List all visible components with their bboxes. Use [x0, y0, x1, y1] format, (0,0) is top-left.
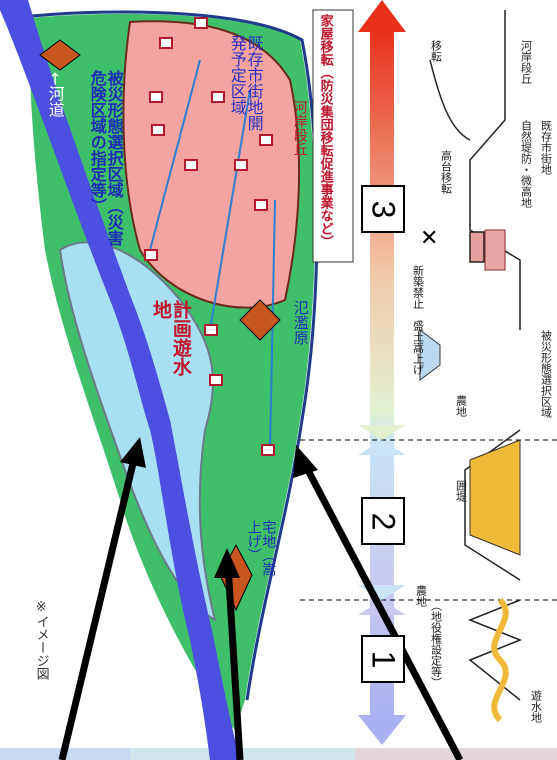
ban-mark: ✕: [420, 226, 438, 251]
house-icon: [211, 91, 225, 103]
arrow-head-1: [120, 437, 146, 468]
house-icon: [184, 159, 198, 171]
panel-upper-terrace: 河岸段丘: [519, 40, 533, 84]
panel-relocate: 移転: [429, 40, 443, 62]
house-icon: [144, 249, 158, 261]
step-2-number: 2: [365, 512, 402, 530]
cross-section: [429, 10, 523, 701]
house-icon: [254, 199, 268, 211]
house-icon: [194, 17, 208, 29]
panel-raise: 盛土嵩上げ: [411, 320, 425, 375]
house-icons: [144, 17, 275, 456]
house-icon: [234, 159, 248, 171]
axis-notch-2: [358, 425, 406, 440]
house-icon: [151, 124, 165, 136]
basin-wave: [491, 597, 509, 723]
house-icon: [149, 91, 163, 103]
panel-dike: 囲堤: [454, 480, 468, 502]
house-icon: [209, 374, 223, 386]
axis-notch-1: [358, 440, 406, 455]
panel-note-bottom: （地役権設定等）: [429, 600, 443, 688]
panel-dwelling: 高台移転: [439, 150, 453, 194]
panel-new-town: 既存市街地: [539, 120, 553, 175]
arrow-head-2: [214, 548, 240, 578]
floodplain-label: 氾濫原: [291, 300, 310, 345]
axis-arrow-top: [358, 0, 406, 32]
pointer-arrows: [58, 453, 464, 760]
step-3-box: 3: [361, 185, 405, 233]
house-icon: [204, 324, 218, 336]
panel-levee: 自然堤防・微高地: [519, 120, 533, 208]
diamond-house-1: [39, 39, 81, 71]
retarding-basin-label: 計画遊水地: [149, 300, 192, 376]
river-label: ←河道: [45, 72, 65, 118]
raised-house: [419, 329, 441, 381]
dike-shape: [469, 439, 521, 556]
axis-notch-4: [358, 585, 406, 600]
panel-ban: 新築禁止: [411, 265, 425, 309]
house-icon: [261, 444, 275, 456]
step-1-box: 1: [361, 635, 405, 683]
step-2-box: 2: [361, 497, 405, 545]
diamond-house-2: [239, 299, 281, 341]
existing-settlement-label: 既存市街地開発予定区域: [227, 35, 264, 131]
guide-line-1: [149, 59, 201, 251]
panel-farm2: 農地: [414, 585, 428, 607]
relocation-box: [312, 9, 354, 263]
axis-arrow-bottom: [358, 715, 406, 745]
guide-line-2: [209, 89, 251, 331]
river: [0, 0, 240, 760]
residential-raised-label: 宅地（嵩上げ）: [245, 520, 277, 576]
arrow-head-3: [293, 445, 318, 478]
house-icon: [159, 37, 173, 49]
disaster-area-label: 被災形態選択区域（災害危険区域の指定等）: [87, 70, 124, 246]
step-1-number: 1: [365, 650, 402, 668]
settlement-zone: [122, 20, 301, 309]
panel-zone-select: 被災形態選択区域: [539, 330, 553, 418]
river-terrace-label: 河岸段丘: [291, 100, 308, 156]
upland-block: [484, 229, 506, 271]
panel-farmland: 農地: [454, 395, 468, 417]
relocation-label: 家屋移転（防災集団移転促進事業など）: [317, 14, 333, 248]
house-icon: [259, 134, 273, 146]
note-label: ※イメージ図: [33, 600, 49, 680]
step-3-number: 3: [365, 200, 402, 218]
panel-basin: 遊水地: [529, 690, 543, 723]
